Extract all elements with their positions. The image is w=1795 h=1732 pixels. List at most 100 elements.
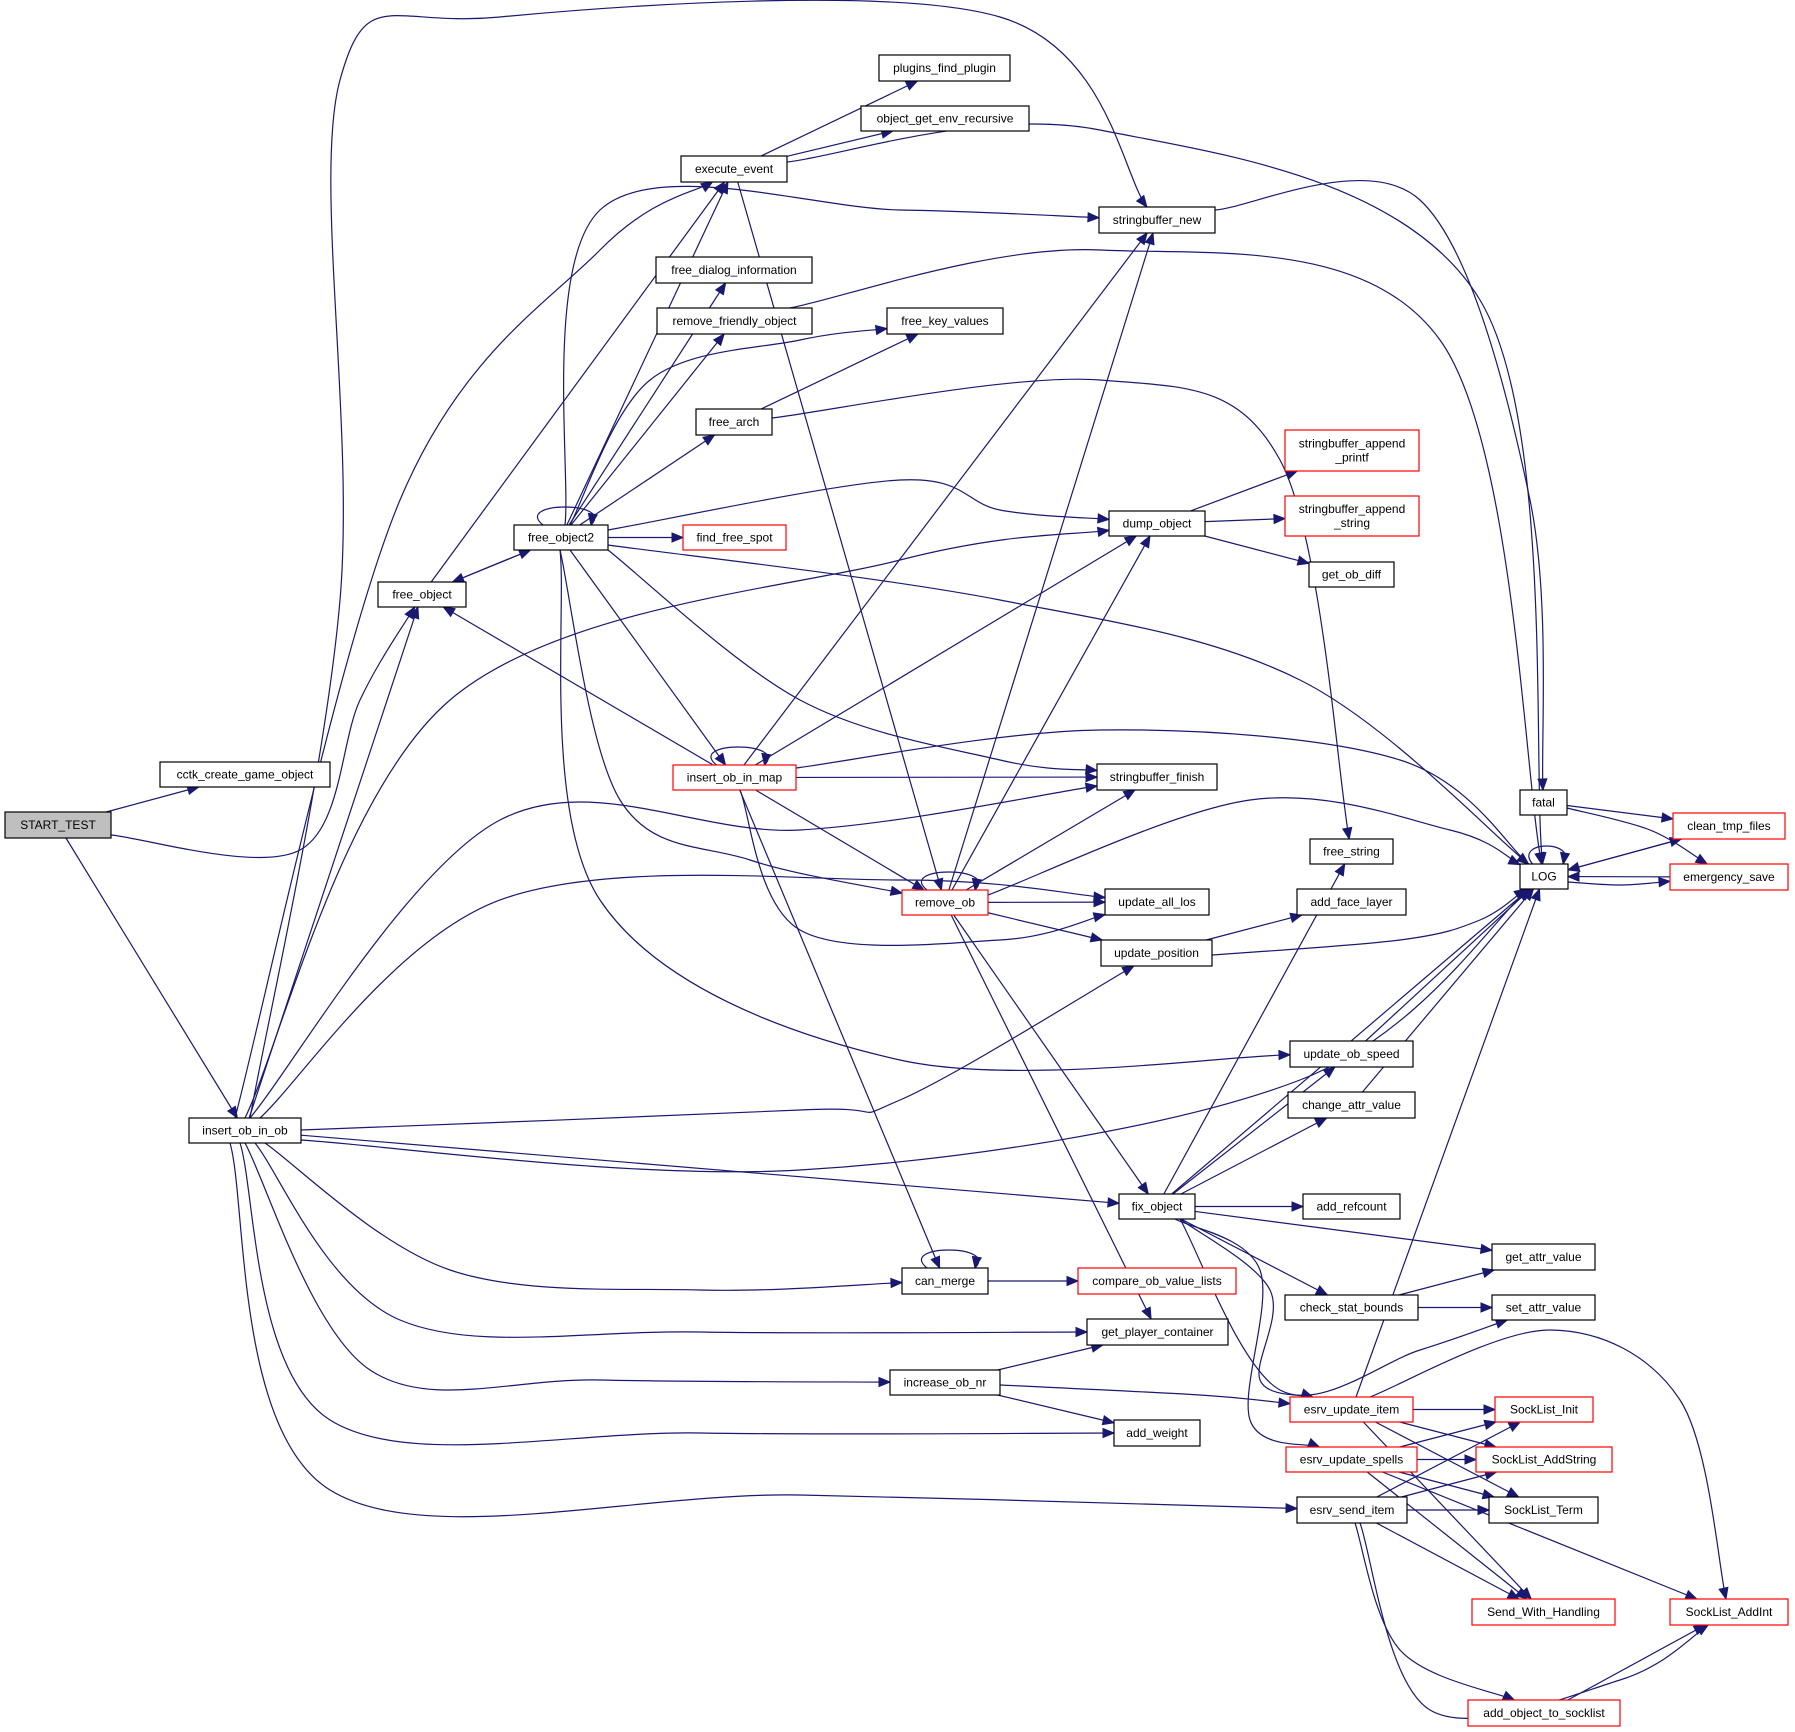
edge-path xyxy=(1180,1117,1327,1195)
node-esrv-update-item[interactable]: esrv_update_item xyxy=(1289,1396,1414,1423)
node-free-arch[interactable]: free_arch xyxy=(695,408,773,436)
arrowhead xyxy=(1085,771,1099,783)
node-label: add_refcount xyxy=(1316,1200,1387,1214)
edge-insert_ob_in_map-to-stringbuffer_finish xyxy=(795,771,1099,783)
node-box xyxy=(1287,1091,1416,1119)
edge-insert_ob_in_ob-to-stringbuffer_finish xyxy=(249,782,1099,1119)
edge-fatal-to-emergency_save xyxy=(1566,807,1709,865)
node-cctk-create-game-object[interactable]: cctk_create_game_object xyxy=(159,761,331,788)
edge-esrv_send_item-to-SockList_Term xyxy=(1407,1504,1491,1516)
edge-esrv_update_item-to-SockList_AddInt xyxy=(1369,1329,1729,1601)
node-add-object-to-socklist[interactable]: add_object_to_socklist xyxy=(1467,1699,1621,1727)
arrowhead xyxy=(1479,1243,1494,1254)
node-esrv-update-spells[interactable]: esrv_update_spells xyxy=(1285,1446,1418,1473)
node-stringbuffer-new[interactable]: stringbuffer_new xyxy=(1098,206,1216,234)
arrowhead xyxy=(1278,1397,1292,1408)
node-insert-ob-in-ob[interactable]: insert_ob_in_ob xyxy=(188,1117,302,1144)
edge-free_arch-to-free_key_values xyxy=(760,333,919,410)
node-box xyxy=(1284,1294,1419,1321)
node-emergency-save[interactable]: emergency_save xyxy=(1669,863,1789,891)
node-add-refcount[interactable]: add_refcount xyxy=(1302,1193,1401,1220)
node-free-dialog-information[interactable]: free_dialog_information xyxy=(655,256,813,284)
node-free-key-values[interactable]: free_key_values xyxy=(886,307,1004,335)
edge-free_object2-to-find_free_spot xyxy=(608,532,685,543)
arrowhead xyxy=(1530,887,1541,902)
node-label: SockList_Init xyxy=(1510,1403,1579,1417)
node-box xyxy=(1098,206,1216,234)
node-plugins-find-plugin[interactable]: plugins_find_plugin xyxy=(878,54,1011,82)
node-socklist-addint[interactable]: SockList_AddInt xyxy=(1669,1598,1789,1626)
node-stringbuffer-finish[interactable]: stringbuffer_finish xyxy=(1096,763,1218,791)
node-box xyxy=(1086,1318,1229,1346)
edge-path xyxy=(1190,470,1298,512)
node-add-face-layer[interactable]: add_face_layer xyxy=(1296,888,1407,916)
node-stringbuffer-append-string[interactable]: stringbuffer_append_string xyxy=(1284,495,1420,537)
edge-path xyxy=(1354,1522,1515,1701)
node-update-position[interactable]: update_position xyxy=(1100,939,1213,967)
node-box xyxy=(1289,1396,1414,1423)
edge-fix_object-to-get_attr_value xyxy=(1194,1210,1494,1254)
node-stringbuffer-append-printf[interactable]: stringbuffer_append_printf xyxy=(1284,429,1420,472)
arrowhead xyxy=(874,324,889,336)
node-update-ob-speed[interactable]: update_ob_speed xyxy=(1289,1040,1414,1068)
edge-path xyxy=(563,185,1100,526)
node-object-get-env-recursive[interactable]: object_get_env_recursive xyxy=(860,105,1030,132)
node-label: clean_tmp_files xyxy=(1687,819,1770,833)
node-update-all-los[interactable]: update_all_los xyxy=(1104,888,1210,916)
node-get-player-container[interactable]: get_player_container xyxy=(1086,1318,1229,1346)
node-dump-object[interactable]: dump_object xyxy=(1108,510,1206,537)
node-free-object[interactable]: free_object xyxy=(377,581,467,608)
edge-path xyxy=(1211,888,1526,956)
node-label: emergency_save xyxy=(1683,870,1775,884)
edge-dump_object-to-get_ob_diff xyxy=(1204,535,1311,566)
node-socklist-init[interactable]: SockList_Init xyxy=(1494,1396,1594,1423)
node-label: Send_With_Handling xyxy=(1487,1605,1600,1619)
edge-clean_tmp_files-to-LOG xyxy=(1566,838,1682,872)
node-label: execute_event xyxy=(695,162,774,176)
node-send-with-handling[interactable]: Send_With_Handling xyxy=(1471,1598,1616,1626)
node-box xyxy=(695,408,773,436)
node-compare-ob-value-lists[interactable]: compare_ob_value_lists xyxy=(1077,1267,1237,1295)
node-execute-event[interactable]: execute_event xyxy=(680,155,788,183)
node-esrv-send-item[interactable]: esrv_send_item xyxy=(1296,1496,1408,1524)
node-box xyxy=(1519,863,1569,890)
node-socklist-addstring[interactable]: SockList_AddString xyxy=(1475,1446,1613,1473)
node-can-merge[interactable]: can_merge xyxy=(901,1267,989,1295)
node-check-stat-bounds[interactable]: check_stat_bounds xyxy=(1284,1294,1419,1321)
node-increase-ob-nr[interactable]: increase_ob_nr xyxy=(889,1369,1001,1396)
node-socklist-term[interactable]: SockList_Term xyxy=(1488,1496,1599,1524)
node-change-attr-value[interactable]: change_attr_value xyxy=(1287,1091,1416,1119)
arrowhead xyxy=(1093,891,1107,902)
edge-path xyxy=(755,789,925,891)
edge-path xyxy=(760,333,919,410)
node-get-ob-diff[interactable]: get_ob_diff xyxy=(1308,561,1395,588)
node-box xyxy=(1100,939,1213,967)
arrowhead xyxy=(1087,212,1101,223)
arrowhead xyxy=(1291,1201,1305,1212)
node-clean-tmp-files[interactable]: clean_tmp_files xyxy=(1672,812,1786,840)
edge-path xyxy=(786,123,1544,865)
node-fatal[interactable]: fatal xyxy=(1519,789,1568,816)
node-set-attr-value[interactable]: set_attr_value xyxy=(1491,1294,1596,1321)
node-insert-ob-in-map[interactable]: insert_ob_in_map xyxy=(672,764,797,791)
node-fix-object[interactable]: fix_object xyxy=(1118,1193,1196,1220)
node-add-weight[interactable]: add_weight xyxy=(1113,1419,1201,1447)
node-remove-ob[interactable]: remove_ob xyxy=(901,889,989,916)
edge-path xyxy=(789,249,1543,865)
edge-fix_object-to-free_string xyxy=(1163,862,1346,1195)
node-box xyxy=(1519,789,1568,816)
node-log[interactable]: LOG xyxy=(1519,863,1569,890)
node-free-string[interactable]: free_string xyxy=(1309,838,1394,865)
arrowhead xyxy=(890,1277,904,1289)
edge-free_object2-to-insert_ob_in_map xyxy=(569,549,727,767)
edge-stringbuffer_new-to-fatal xyxy=(1214,179,1548,792)
node-remove-friendly-object[interactable]: remove_friendly_object xyxy=(656,307,813,335)
node-get-attr-value[interactable]: get_attr_value xyxy=(1491,1243,1596,1271)
edge-insert_ob_in_map-to-update_all_los xyxy=(739,789,1107,946)
node-find-free-spot[interactable]: find_free_spot xyxy=(682,524,787,551)
node-free-object2[interactable]: free_object2 xyxy=(513,524,609,551)
node-start-test[interactable]: START_TEST xyxy=(4,811,112,839)
node-label: insert_ob_in_map xyxy=(687,771,783,785)
edge-insert_ob_in_map-to-can_merge xyxy=(739,789,941,1270)
edge-esrv_send_item-to-add_object_to_socklist xyxy=(1354,1522,1516,1701)
